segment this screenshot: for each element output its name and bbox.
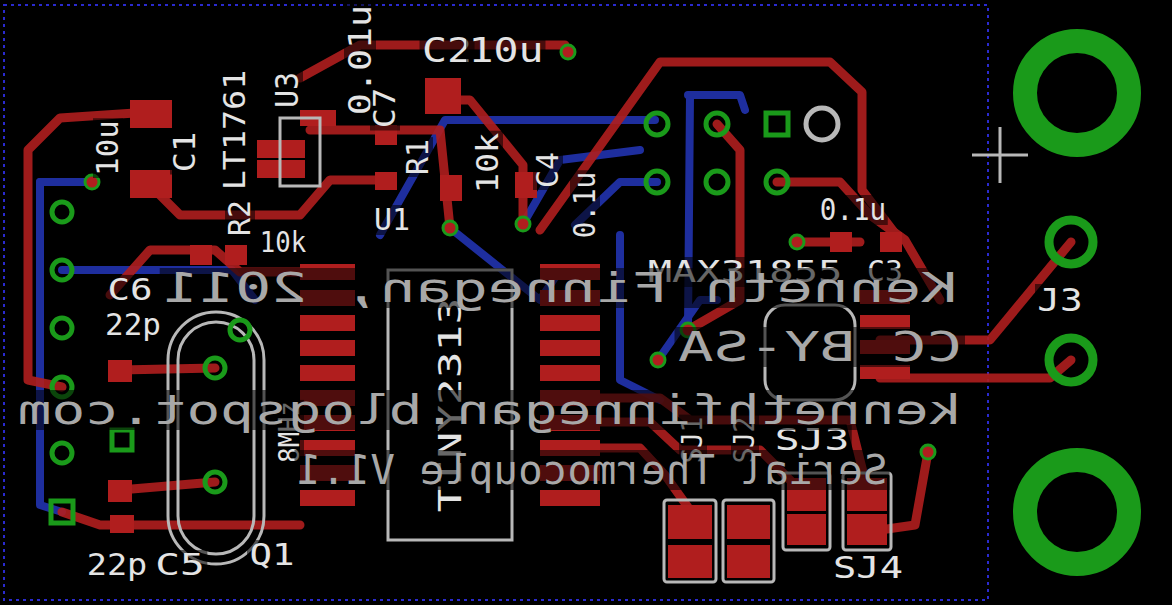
through-hole-pad xyxy=(52,443,72,463)
through-hole-pad xyxy=(230,320,250,340)
bottom-silkscreen-text: kennethfinnegan.blogspot.com xyxy=(15,390,965,430)
smd-pad xyxy=(727,505,770,539)
through-hole-pad xyxy=(205,472,225,492)
smd-pad xyxy=(860,365,910,379)
bottom-silkscreen-text: Serial Thermocouple V1.1 xyxy=(295,450,890,490)
via xyxy=(790,235,804,249)
smd-pad xyxy=(110,515,134,533)
silkscreen-label: C4 xyxy=(533,150,563,190)
through-hole-pad xyxy=(1049,220,1093,264)
via xyxy=(561,45,575,59)
silkscreen-label: Q1 xyxy=(247,540,297,570)
board-outline xyxy=(4,5,988,600)
through-hole-pad xyxy=(646,171,668,193)
bottom-trace xyxy=(380,120,655,235)
origin-cross xyxy=(972,127,1028,183)
silkscreen-label: 22p xyxy=(85,550,150,580)
smd-pad xyxy=(300,365,355,381)
through-hole-pad xyxy=(1025,41,1129,145)
bottom-silkscreen-text: Kenneth Finnegan, 2011 xyxy=(160,268,960,308)
smd-pad xyxy=(847,514,887,545)
top-trace xyxy=(150,180,380,215)
top-trace xyxy=(440,100,523,224)
silkscreen-label: C1 xyxy=(170,130,200,175)
through-hole-pad xyxy=(766,171,788,193)
silkscreen-outline xyxy=(664,500,716,582)
via xyxy=(651,353,665,367)
smd-pad xyxy=(880,232,902,252)
through-hole-pad xyxy=(52,202,72,222)
silkscreen-outline xyxy=(178,322,254,554)
silkscreen-label: 0.1u xyxy=(818,195,888,225)
smd-pad xyxy=(830,232,852,252)
smd-pad xyxy=(540,365,600,381)
silkscreen-label: U1 xyxy=(372,205,412,235)
silkscreen-label: LT1761 xyxy=(220,68,250,193)
via xyxy=(516,217,530,231)
through-hole-pad xyxy=(205,358,225,378)
silkscreen-label: 22p xyxy=(103,310,163,340)
smd-pad xyxy=(540,315,600,331)
silkscreen-label: C5 xyxy=(153,550,208,580)
silkscreen-label: R1 xyxy=(403,137,433,177)
through-hole-pad xyxy=(646,113,668,135)
top-trace xyxy=(540,62,900,240)
smd-pad xyxy=(300,340,355,356)
through-hole-pad xyxy=(51,41,1129,564)
smd-pad xyxy=(300,315,355,331)
top-trace xyxy=(28,45,1071,530)
through-hole-pad xyxy=(51,501,73,523)
through-hole-pad xyxy=(1049,338,1093,382)
unplated-hole xyxy=(806,108,838,140)
smd-pad xyxy=(108,360,132,382)
silkscreen-label: 10k xyxy=(473,131,503,196)
silkscreen-outline xyxy=(723,500,774,582)
bottom-trace xyxy=(688,95,745,110)
silkscreen-label: J3 xyxy=(1035,284,1085,316)
through-hole-pad xyxy=(706,113,728,135)
unplated-hole xyxy=(806,108,838,140)
silkscreen-label: U3 xyxy=(271,70,303,110)
smd-pad xyxy=(130,100,172,128)
silkscreen-label: 10k xyxy=(258,229,308,257)
through-hole-pad xyxy=(1025,460,1129,564)
silkscreen-label: R2 xyxy=(225,198,255,238)
via xyxy=(921,445,935,459)
smd-pad xyxy=(787,514,826,545)
board-outline xyxy=(4,5,988,600)
smd-pad xyxy=(440,175,462,201)
through-hole-pad xyxy=(706,171,728,193)
silkscreen-label: SJ4 xyxy=(831,553,906,583)
smd-pad xyxy=(300,490,355,506)
smd-pad xyxy=(540,340,600,356)
silkscreen-label: 10u xyxy=(93,118,123,178)
smd-pad xyxy=(668,505,712,539)
smd-pad xyxy=(425,78,461,114)
silkscreen-label: C7 xyxy=(370,86,400,131)
smd-pad xyxy=(668,545,712,578)
smd-pad xyxy=(108,480,132,502)
via xyxy=(443,221,457,235)
silkscreen-label: 10u xyxy=(466,33,546,67)
silkscreen-outline xyxy=(280,118,320,186)
smd-pad xyxy=(190,245,212,265)
through-hole-pad xyxy=(766,113,788,135)
top-trace xyxy=(28,112,150,387)
through-hole-pad xyxy=(52,260,72,280)
origin-cross xyxy=(972,127,1028,183)
smd-pad xyxy=(225,245,247,265)
smd-pad xyxy=(375,172,397,190)
smd-pad xyxy=(540,490,600,506)
through-hole-pad xyxy=(112,430,132,450)
silkscreen-label: C6 xyxy=(105,275,155,305)
bottom-silkscreen-text: CC BY-SA xyxy=(675,327,965,367)
silkscreen-label: 0.1u xyxy=(570,170,600,240)
smd-pad xyxy=(130,170,172,198)
silkscreen-outline xyxy=(168,312,264,564)
through-hole-pad xyxy=(52,318,72,338)
smd-pad xyxy=(727,545,770,578)
